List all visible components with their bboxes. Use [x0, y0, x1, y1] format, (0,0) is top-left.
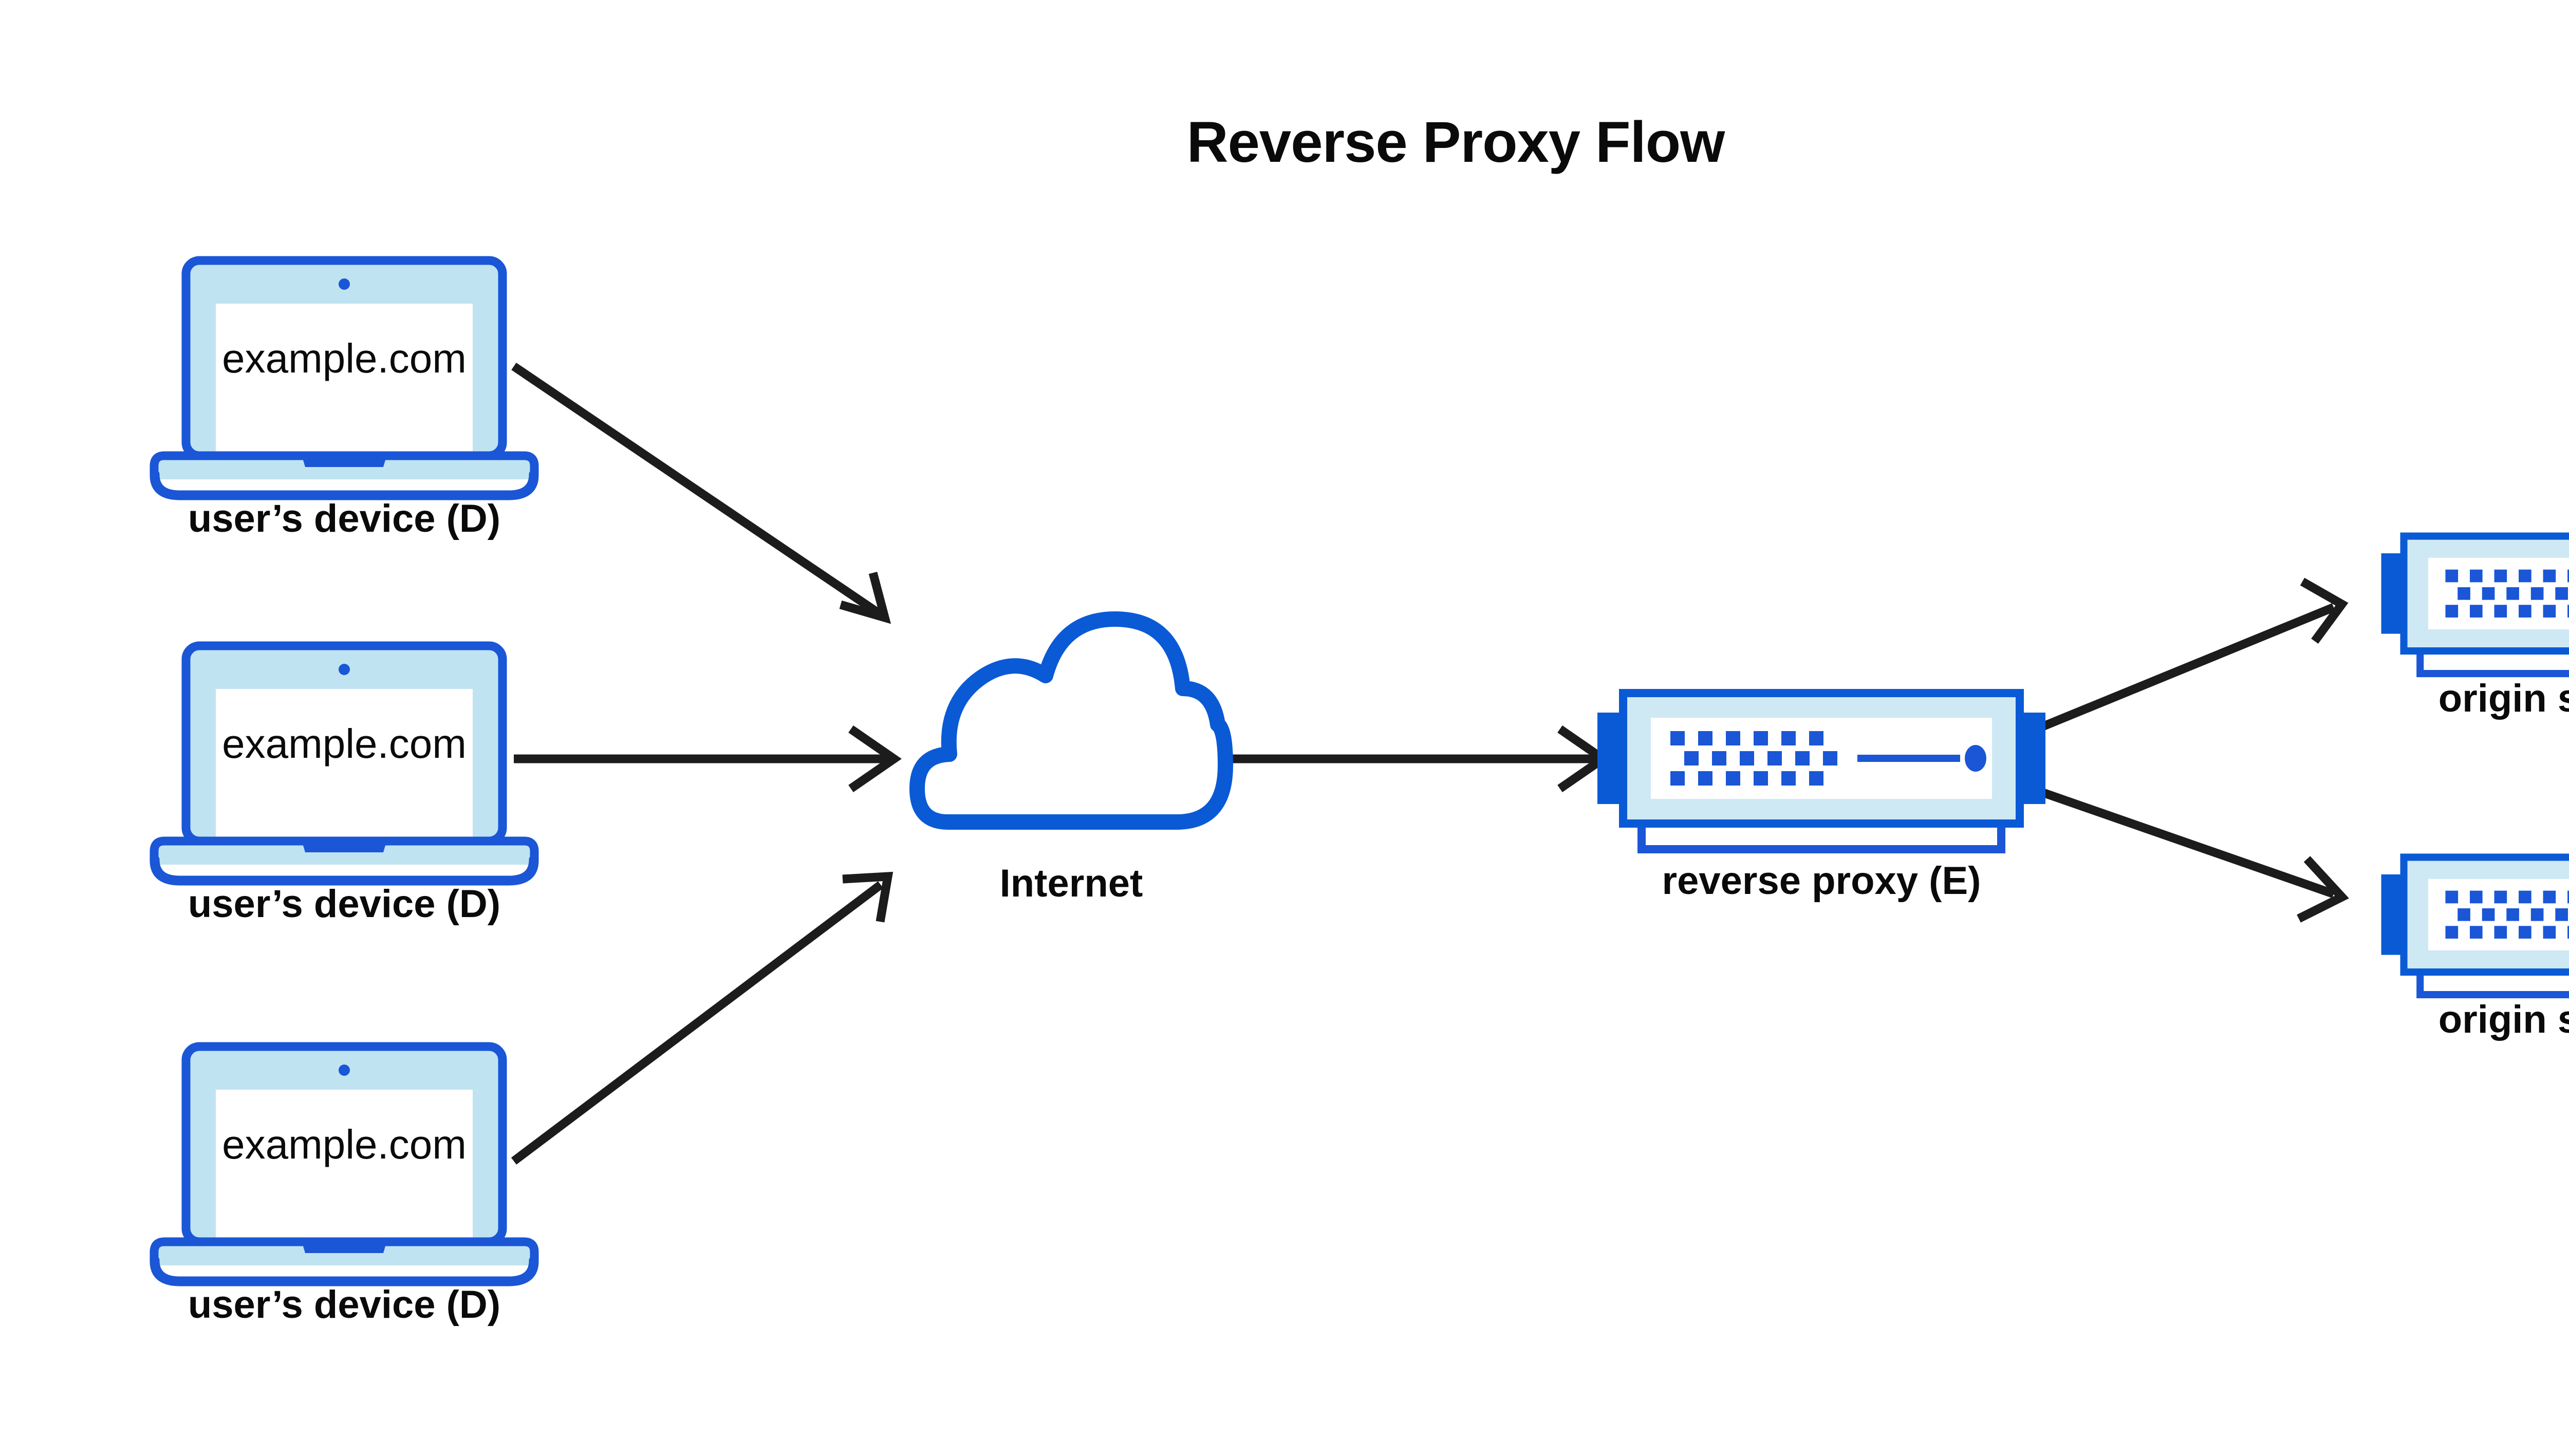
- device-screen-url-bottom: example.com: [222, 1122, 467, 1167]
- node-reverse-proxy[interactable]: reverse proxy (E): [1597, 693, 2045, 903]
- node-label-reverse-proxy: reverse proxy (E): [1662, 859, 1981, 903]
- edge-reverse-proxy-to-origin-top: [1996, 577, 2349, 749]
- server-icon: [2381, 857, 2569, 995]
- node-user-device-bottom[interactable]: example.com user’s device (D): [154, 1047, 534, 1327]
- node-label-origin-server-top: origin server (F): [2438, 677, 2569, 720]
- node-label-user-device-top: user’s device (D): [188, 497, 500, 540]
- edge-layer: [511, 362, 2349, 1165]
- node-label-internet: Internet: [1000, 862, 1143, 905]
- edge-device-middle-to-internet: [514, 725, 902, 792]
- node-origin-server-top[interactable]: origin server (F): [2381, 536, 2569, 720]
- edge-reverse-proxy-to-origin-bottom: [1996, 772, 2349, 923]
- server-icon: [1597, 693, 2045, 849]
- device-screen-url-middle: example.com: [222, 721, 467, 767]
- node-label-origin-server-bottom: origin server (F): [2438, 998, 2569, 1041]
- node-label-user-device-bottom: user’s device (D): [188, 1283, 500, 1327]
- node-label-user-device-middle: user’s device (D): [188, 882, 500, 926]
- device-screen-url-top: example.com: [222, 335, 467, 381]
- node-user-device-top[interactable]: example.com user’s device (D): [154, 260, 534, 540]
- edge-internet-to-reverse-proxy: [1228, 725, 1611, 792]
- server-icon: [2381, 536, 2569, 674]
- edge-device-bottom-to-internet: [511, 871, 893, 1165]
- cloud-icon: [909, 611, 1233, 830]
- node-user-device-middle[interactable]: example.com user’s device (D): [154, 646, 534, 926]
- edge-device-top-to-internet: [511, 362, 891, 624]
- page-title: Reverse Proxy Flow: [1187, 110, 1725, 174]
- node-internet-cloud[interactable]: Internet: [909, 611, 1233, 905]
- node-origin-server-bottom[interactable]: origin server (F): [2381, 857, 2569, 1041]
